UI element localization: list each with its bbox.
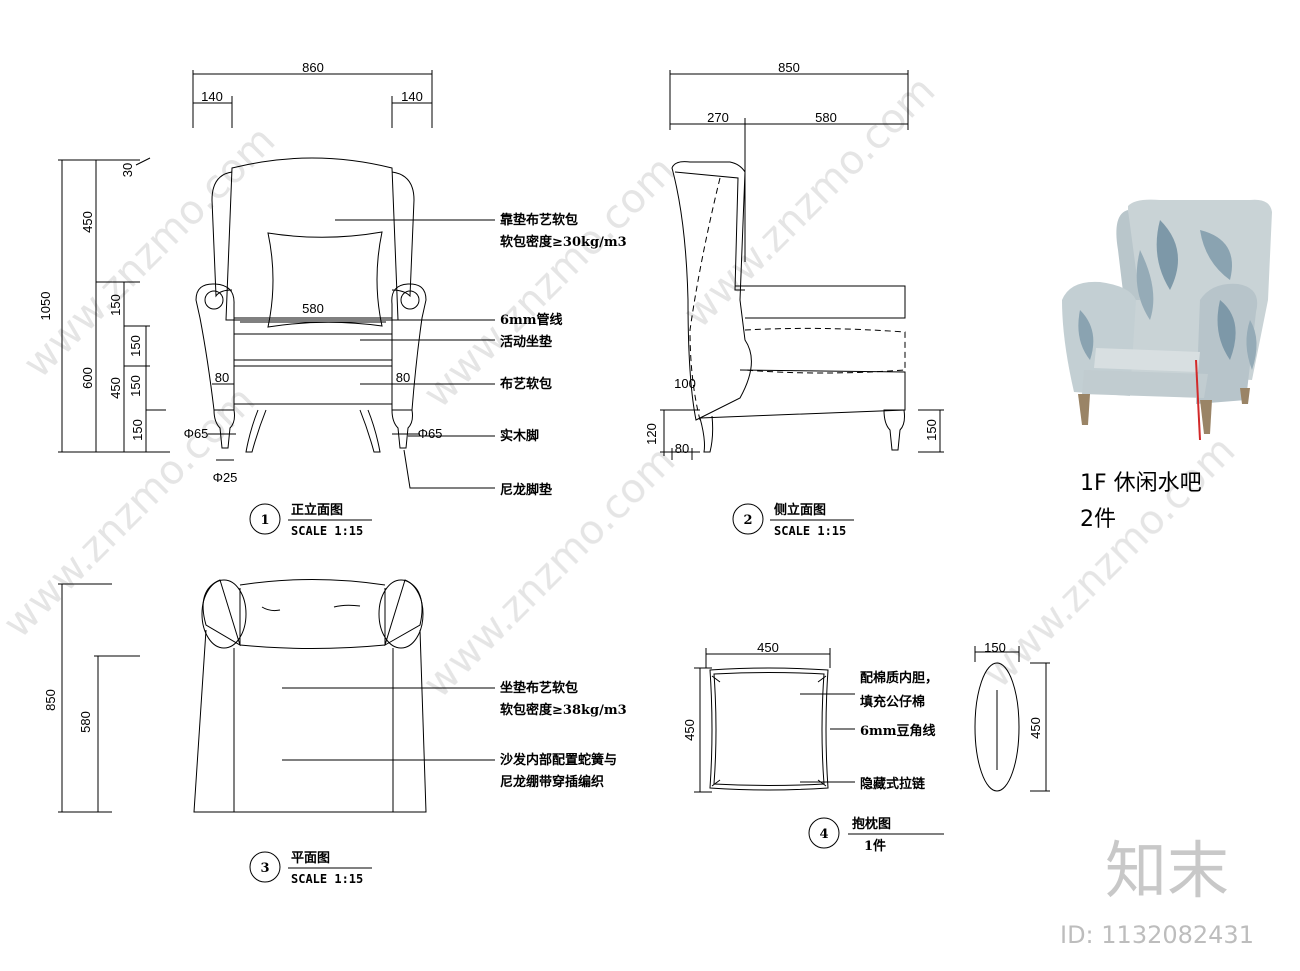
note-solid-wood-leg: 实木脚 (500, 428, 539, 444)
watermark-site-6: www.znzmo.com (975, 427, 1245, 697)
dim-leg-150: 150 (924, 419, 939, 441)
front-notes: 靠垫布艺软包 软包密度≥30kg/m3 6mm管线 活动坐垫 布艺软包 实木脚 … (500, 212, 627, 498)
watermark-layer: www.znzmo.com www.znzmo.com www.znzmo.co… (0, 67, 1244, 707)
watermark-site-5: www.znzmo.com (415, 437, 685, 707)
dim-arm-right: 140 (401, 89, 423, 104)
note-hidden-zipper: 隐藏式拉链 (860, 776, 926, 792)
dim-total-height: 1050 (38, 292, 53, 321)
dim-v450: 450 (108, 377, 123, 399)
side-elevation (660, 70, 944, 460)
watermark-site-4: www.znzmo.com (0, 377, 264, 647)
dim-plan-850: 850 (43, 689, 58, 711)
note-spring-webbing-2: 尼龙绷带穿插编织 (500, 774, 604, 790)
dim-seat-depth: 580 (815, 110, 837, 125)
dim-pillow-side-height: 450 (1028, 717, 1043, 739)
brand-watermark: 知末 ID: 1132082431 (1060, 834, 1254, 949)
front-dim-labels: 860 140 140 580 80 80 Φ65 Φ65 Φ25 1050 3… (38, 60, 442, 485)
dim-arm-face-right: 80 (396, 370, 410, 385)
dim-leg-dia-left: Φ65 (184, 426, 209, 441)
view-4-number: 4 (819, 827, 828, 842)
note-loose-cushion: 活动坐垫 (500, 334, 552, 350)
view-3-number: 3 (260, 861, 269, 876)
dim-v120: 120 (644, 423, 659, 445)
view-4-title: 抱枕图 (852, 816, 891, 832)
dim-leg-dia-right: Φ65 (418, 426, 443, 441)
armchair-photo (1062, 199, 1272, 441)
product-location: 1F 休闲水吧 (1080, 471, 1202, 496)
dim-v100: 100 (674, 376, 696, 391)
note-back-density: 软包密度≥30kg/m3 (500, 234, 627, 250)
view-4-caption: 4 抱枕图 1件 (808, 816, 944, 854)
view-4-count: 1件 (864, 838, 886, 854)
view-2-title: 侧立面图 (774, 502, 826, 518)
dim-pillow-height: 450 (682, 719, 697, 741)
dim-h80: 80 (675, 441, 689, 456)
note-back-cushion: 靠垫布艺软包 (500, 212, 578, 228)
note-piping: 6mm管线 (500, 312, 563, 328)
view-3-caption: 3 平面图 SCALE 1:15 (249, 851, 372, 886)
watermark-site-3: www.znzmo.com (675, 67, 945, 337)
note-seat-cushion: 坐垫布艺软包 (500, 680, 578, 696)
dim-back-depth: 270 (707, 110, 729, 125)
dim-v150-a: 150 (108, 294, 123, 316)
dim-seat-width: 580 (302, 301, 324, 316)
view-3-scale: SCALE 1:15 (291, 872, 363, 886)
note-spring-webbing: 沙发内部配置蛇簧与 (500, 752, 617, 768)
dim-overall-depth: 850 (778, 60, 800, 75)
product-label: 1F 休闲水吧 2件 (1080, 471, 1202, 532)
view-2-scale: SCALE 1:15 (774, 524, 846, 538)
watermark-id: ID: 1132082431 (1060, 921, 1254, 949)
pillow-notes: 配棉质内胆， 填充公仔棉 6mm豆角线 隐藏式拉链 (860, 670, 938, 792)
dim-plan-580: 580 (78, 711, 93, 733)
note-fiber-fill: 填充公仔棉 (860, 694, 925, 710)
view-3-title: 平面图 (291, 851, 330, 866)
pillow-dim-labels: 450 450 150 450 (682, 640, 1043, 741)
view-1-title: 正立面图 (291, 502, 343, 518)
dim-foot-dia: Φ25 (213, 470, 238, 485)
dim-back-450: 450 (80, 211, 95, 233)
note-nylon-glide: 尼龙脚垫 (500, 482, 552, 498)
plan-view (58, 579, 495, 813)
dim-arm-face-left: 80 (215, 370, 229, 385)
dim-pillow-thickness: 150 (984, 640, 1006, 655)
view-1-caption: 1 正立面图 SCALE 1:15 (249, 502, 372, 538)
dim-v150-d: 150 (130, 419, 145, 441)
view-2-caption: 2 侧立面图 SCALE 1:15 (732, 502, 854, 538)
note-seat-density: 软包密度≥38kg/m3 (500, 702, 627, 718)
brand-logo-text: 知末 (1105, 834, 1229, 907)
dim-overall-width: 860 (302, 60, 324, 75)
dim-top-30: 30 (120, 163, 135, 177)
product-quantity: 2件 (1080, 507, 1116, 532)
note-piping-6mm: 6mm豆角线 (860, 723, 936, 739)
side-dim-labels: 850 270 580 100 120 80 150 (644, 60, 939, 456)
note-cotton-insert: 配棉质内胆， (860, 670, 938, 686)
note-fabric-padding: 布艺软包 (500, 376, 552, 392)
dim-v150-b: 150 (128, 335, 143, 357)
view-1-number: 1 (260, 513, 269, 528)
dim-v150-c: 150 (128, 375, 143, 397)
dim-arm-left: 140 (201, 89, 223, 104)
dim-seat-600: 600 (80, 367, 95, 389)
plan-dim-labels: 850 580 (43, 689, 93, 733)
front-elevation (58, 70, 495, 489)
pillow-view (694, 646, 1050, 793)
plan-notes: 坐垫布艺软包 软包密度≥38kg/m3 沙发内部配置蛇簧与 尼龙绷带穿插编织 (500, 680, 627, 790)
view-2-number: 2 (743, 513, 752, 528)
dim-pillow-width: 450 (757, 640, 779, 655)
view-1-scale: SCALE 1:15 (291, 524, 363, 538)
